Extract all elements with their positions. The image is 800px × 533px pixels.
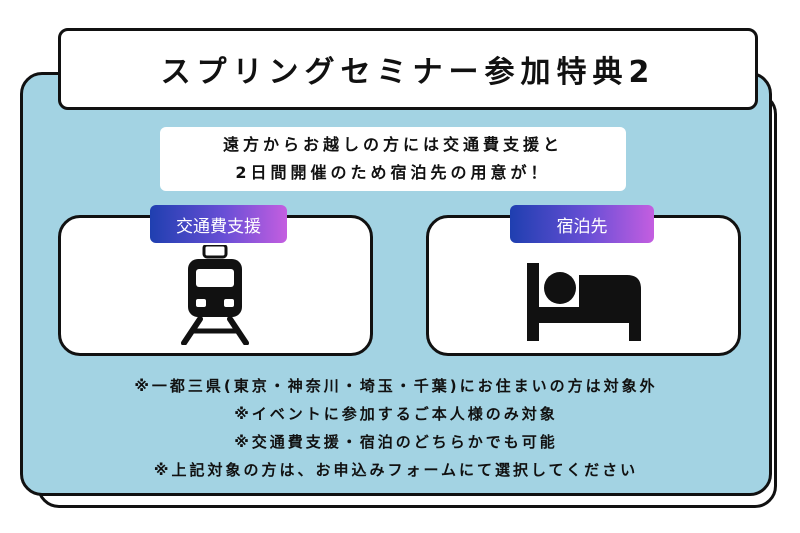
note-item: ※イベントに参加するご本人様のみ対象 <box>234 405 558 423</box>
title-box: スプリングセミナー参加特典2 <box>58 28 758 110</box>
train-icon <box>181 245 249 345</box>
page-title: スプリングセミナー参加特典2 <box>160 55 656 90</box>
note-item: ※上記対象の方は、お申込みフォームにて選択してください <box>153 461 639 479</box>
note-item: ※一都三県(東京・神奈川・埼玉・千葉)にお住まいの方は対象外 <box>134 377 658 395</box>
benefit-label-lodging: 宿泊先 <box>510 205 654 243</box>
intro-line-2: 2日間開催のため宿泊先の用意が！ <box>235 163 551 182</box>
notes-list: ※一都三県(東京・神奈川・埼玉・千葉)にお住まいの方は対象外 ※イベントに参加す… <box>20 372 772 484</box>
benefit-label-transport: 交通費支援 <box>150 205 287 243</box>
bed-icon <box>527 263 641 341</box>
note-item: ※交通費支援・宿泊のどちらかでも可能 <box>234 433 558 451</box>
intro-box: 遠方からお越しの方には交通費支援と 2日間開催のため宿泊先の用意が！ <box>160 127 626 191</box>
intro-line-1: 遠方からお越しの方には交通費支援と <box>222 135 563 154</box>
